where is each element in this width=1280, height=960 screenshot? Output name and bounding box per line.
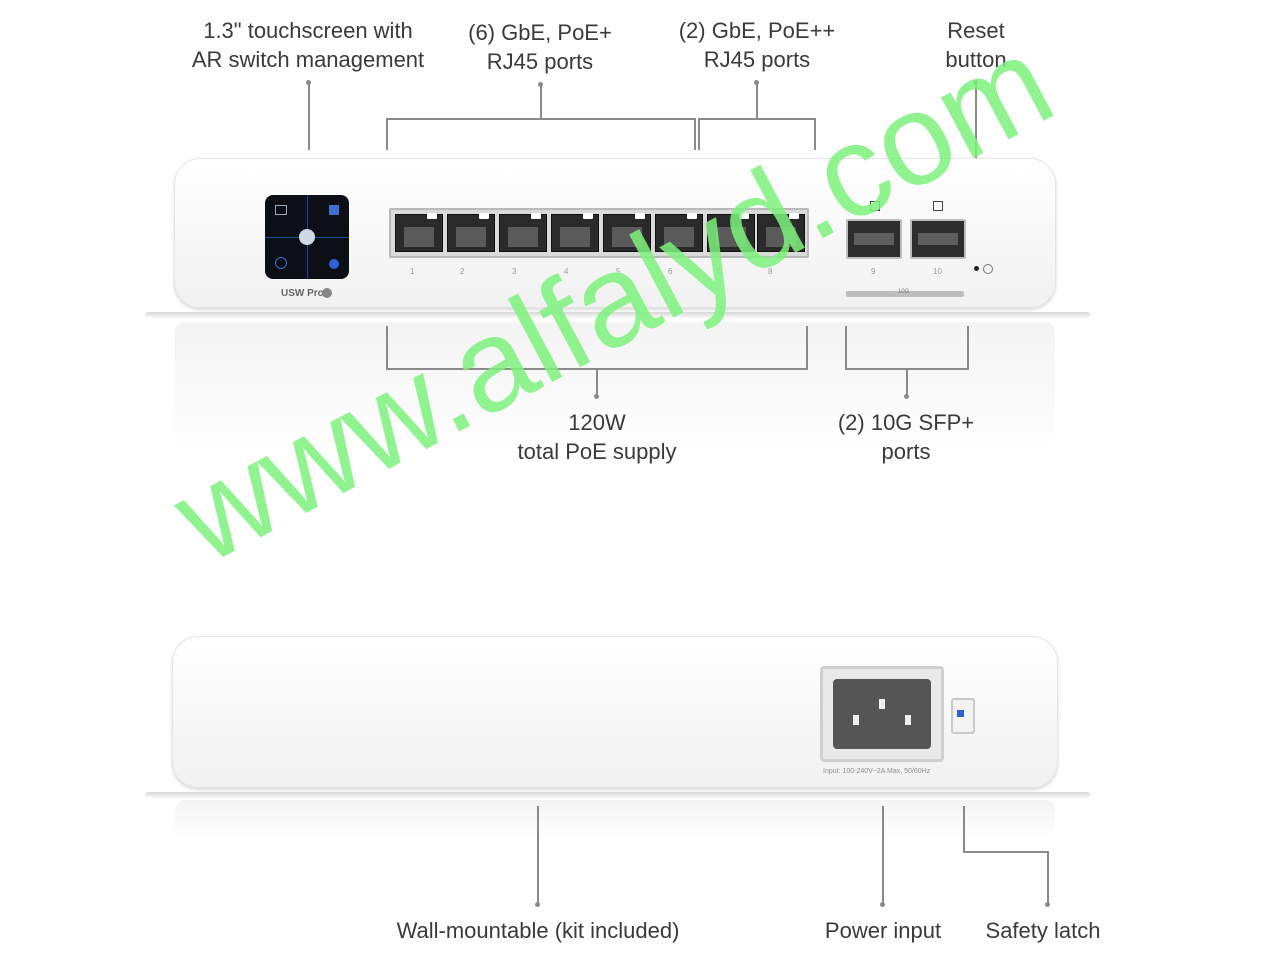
port-number-2: 2 — [460, 267, 465, 276]
rj45-port-1[interactable] — [395, 213, 443, 252]
power-spec-text: Input: 100-240V~2A Max, 50/60Hz — [823, 768, 931, 775]
sfp-dot — [904, 394, 909, 399]
sfp-bracket-right — [967, 326, 969, 370]
power-pin-right — [905, 715, 911, 725]
safety-latch-leader-h — [963, 851, 1049, 853]
port-number-6: 6 — [668, 267, 673, 276]
power-pin-left — [853, 715, 859, 725]
poe-supply-dot — [594, 394, 599, 399]
power-input-socket[interactable] — [820, 666, 944, 762]
sfp-led-10 — [933, 201, 943, 211]
port-number-7: 7 — [716, 267, 721, 276]
screen-info-icon — [275, 257, 287, 269]
poe-plus-dot — [538, 82, 543, 87]
poe-plus-bracket-right — [694, 118, 696, 150]
poe-plus-ports-label: (6) GbE, PoE+RJ45 ports — [468, 20, 612, 74]
poe-plus-bracket-left — [386, 118, 388, 150]
rj45-port-3[interactable] — [499, 213, 547, 252]
poe-plus-bracket — [386, 118, 696, 120]
power-input-dot — [880, 902, 885, 907]
sfp-speed-label: 10G — [898, 289, 910, 295]
poe-supply-leader — [596, 368, 598, 396]
sfp-speed-bar — [846, 291, 964, 297]
sfp-bracket-left — [845, 326, 847, 370]
rj45-port-block — [389, 208, 809, 258]
port-number-4: 4 — [564, 267, 569, 276]
model-bolt-icon — [322, 288, 332, 298]
model-label: USW Pro — [281, 288, 324, 299]
power-input-label: Power input — [824, 918, 942, 943]
port-number-3: 3 — [512, 267, 517, 276]
rj45-port-2[interactable] — [447, 213, 495, 252]
reset-button[interactable] — [974, 266, 979, 271]
sfp-number-9: 9 — [871, 267, 876, 276]
sfp-ports-label: (2) 10G SFP+ports — [837, 410, 975, 464]
power-input-leader — [882, 806, 884, 904]
poe-plusplus-bracket — [698, 118, 816, 120]
safety-latch[interactable] — [951, 698, 975, 734]
sfp-leader — [906, 368, 908, 396]
poe-supply-bracket-left — [386, 326, 388, 370]
lock-icon — [957, 710, 964, 717]
rj45-port-4[interactable] — [551, 213, 599, 252]
power-pin-ground — [879, 699, 885, 709]
reset-arrow-icon — [983, 264, 993, 274]
poe-plus-leader — [540, 86, 542, 119]
safety-latch-leader-v1 — [963, 806, 965, 852]
reset-dot — [973, 80, 978, 85]
touchscreen-leader — [308, 84, 310, 150]
poe-plusplus-leader — [756, 84, 758, 119]
screen-window-icon — [275, 205, 287, 215]
touchscreen-display[interactable] — [265, 195, 349, 279]
rj45-port-7[interactable] — [707, 213, 755, 252]
rj45-port-6[interactable] — [655, 213, 703, 252]
poe-plusplus-dot — [754, 80, 759, 85]
sfp-port-9[interactable] — [846, 219, 902, 259]
back-shadow — [145, 792, 1090, 798]
touchscreen-dot — [306, 80, 311, 85]
rj45-port-8[interactable] — [757, 213, 805, 252]
wall-mount-label: Wall-mountable (kit included) — [396, 918, 680, 943]
front-shadow — [145, 312, 1090, 318]
wall-mount-leader — [537, 806, 539, 904]
screen-chart-icon — [329, 205, 339, 215]
safety-latch-dot — [1045, 902, 1050, 907]
poe-supply-bracket-right — [806, 326, 808, 370]
poe-plusplus-bracket-left — [698, 118, 700, 150]
sfp-port-10[interactable] — [910, 219, 966, 259]
port-number-8: 8 — [768, 267, 773, 276]
poe-plusplus-bracket-right — [814, 118, 816, 150]
port-number-5: 5 — [616, 267, 621, 276]
front-reflection — [175, 322, 1055, 462]
poe-plusplus-ports-label: (2) GbE, PoE++RJ45 ports — [678, 18, 836, 72]
port-number-1: 1 — [410, 267, 415, 276]
screen-dot-icon — [329, 259, 339, 269]
sfp-number-10: 10 — [933, 267, 942, 276]
rj45-port-5[interactable] — [603, 213, 651, 252]
wall-mount-dot — [535, 902, 540, 907]
screen-center-icon — [299, 229, 315, 245]
back-reflection — [175, 800, 1055, 840]
safety-latch-leader-v2 — [1047, 851, 1049, 904]
sfp-led-9 — [870, 201, 880, 211]
safety-latch-label: Safety latch — [985, 918, 1101, 943]
